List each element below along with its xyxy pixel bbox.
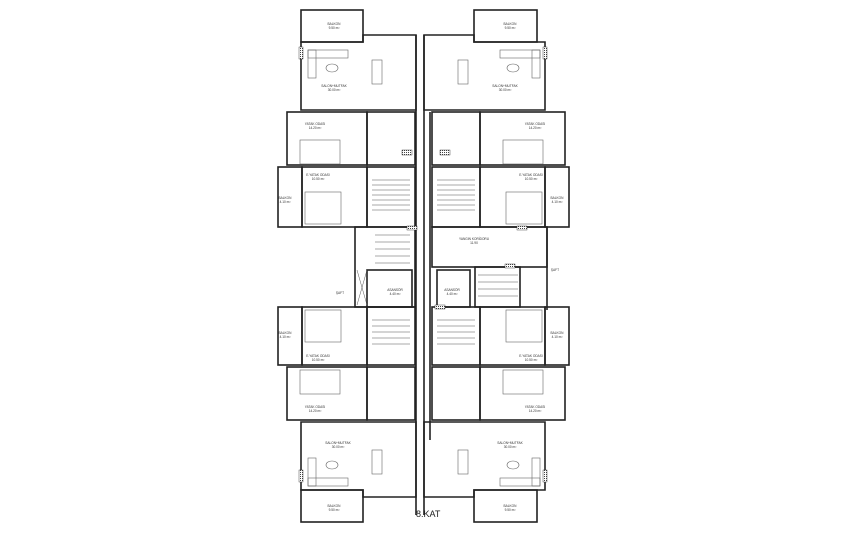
balcony-mid-bottom-left	[277, 306, 303, 366]
room-name: E.YATAK ODASI	[519, 173, 543, 177]
room-area: 4.40 m²	[446, 292, 458, 296]
room-name: YATAK ODASI	[524, 405, 546, 409]
room-area: 9.50 m²	[504, 26, 516, 30]
floor-label: 8.KAT	[416, 509, 441, 519]
room-area: 14.20 m²	[528, 126, 542, 130]
room-area: 10.50 m²	[311, 358, 325, 362]
balcony-bottom-left	[300, 489, 364, 523]
room-name: YATAK ODASI	[304, 405, 326, 409]
room-name: YATAK ODASI	[524, 122, 546, 126]
room-name: BALKON	[327, 504, 341, 508]
room-area: 4.10 m²	[551, 335, 563, 339]
balcony-mid-left	[277, 166, 303, 228]
room-area: 9.50 m²	[328, 26, 340, 30]
room-name: BALKON	[550, 331, 564, 335]
room-name: BALKON	[550, 196, 564, 200]
room-name: YANGIN KORİDORU	[458, 237, 490, 241]
balcony-mid-right	[544, 166, 570, 228]
room-name: SALON+MUTFAK	[497, 441, 523, 445]
room-area: 4.10 m²	[279, 200, 291, 204]
room-name: ŞAFT	[335, 291, 345, 295]
room-area: 10.50 m²	[524, 177, 538, 181]
room-name: YATAK ODASI	[304, 122, 326, 126]
room-area: 11.90	[470, 241, 478, 245]
room-name: E.YATAK ODASI	[306, 354, 330, 358]
bedroom-top-right	[479, 111, 566, 166]
balcony-bottom-right	[473, 489, 538, 523]
salon-top-left	[300, 34, 417, 111]
room-area: 14.20 m²	[308, 409, 322, 413]
room-area: 4.10 m²	[279, 335, 291, 339]
room-name: E.YATAK ODASI	[306, 173, 330, 177]
stair-right	[474, 266, 521, 308]
room-name: ASANSÖR	[444, 288, 460, 292]
room-name: BALKON	[278, 331, 292, 335]
room-area: 30.00 m²	[327, 88, 341, 92]
room-area: 10.50 m²	[524, 358, 538, 362]
room-area: 4.40 m²	[389, 292, 401, 296]
room-area: 14.20 m²	[308, 126, 322, 130]
room-name: SALON+MUTFAK	[492, 84, 518, 88]
room-area: 30.00 m²	[503, 445, 517, 449]
room-name: BALKON	[503, 22, 517, 26]
room-name: BALKON	[278, 196, 292, 200]
fire-corridor	[431, 226, 548, 268]
room-area: 14.20 m²	[528, 409, 542, 413]
room-name: SALON+MUTFAK	[321, 84, 347, 88]
bedroom-bottom-left	[286, 366, 368, 421]
room-name: E.YATAK ODASI	[519, 354, 543, 358]
room-area: 30.00 m²	[498, 88, 512, 92]
bedroom-bottom-right	[479, 366, 566, 421]
salon-top-right	[423, 34, 546, 111]
room-label-shaft: ŞAFT	[551, 268, 559, 272]
room-name: ŞAFT	[550, 268, 560, 272]
room-name: SALON+MUTFAK	[325, 441, 351, 445]
room-area: 4.10 m²	[551, 200, 563, 204]
room-area: 9.50 m²	[504, 508, 516, 512]
room-area: 9.50 m²	[328, 508, 340, 512]
bedroom-top-left	[286, 111, 368, 166]
room-area: 30.00 m²	[331, 445, 345, 449]
room-name: BALKON	[503, 504, 517, 508]
room-area: 10.50 m²	[311, 177, 325, 181]
room-label-shaft-l: ŞAFT	[336, 291, 344, 295]
room-name: ASANSÖR	[387, 288, 403, 292]
balcony-mid-bottom-right	[544, 306, 570, 366]
room-name: BALKON	[327, 22, 341, 26]
